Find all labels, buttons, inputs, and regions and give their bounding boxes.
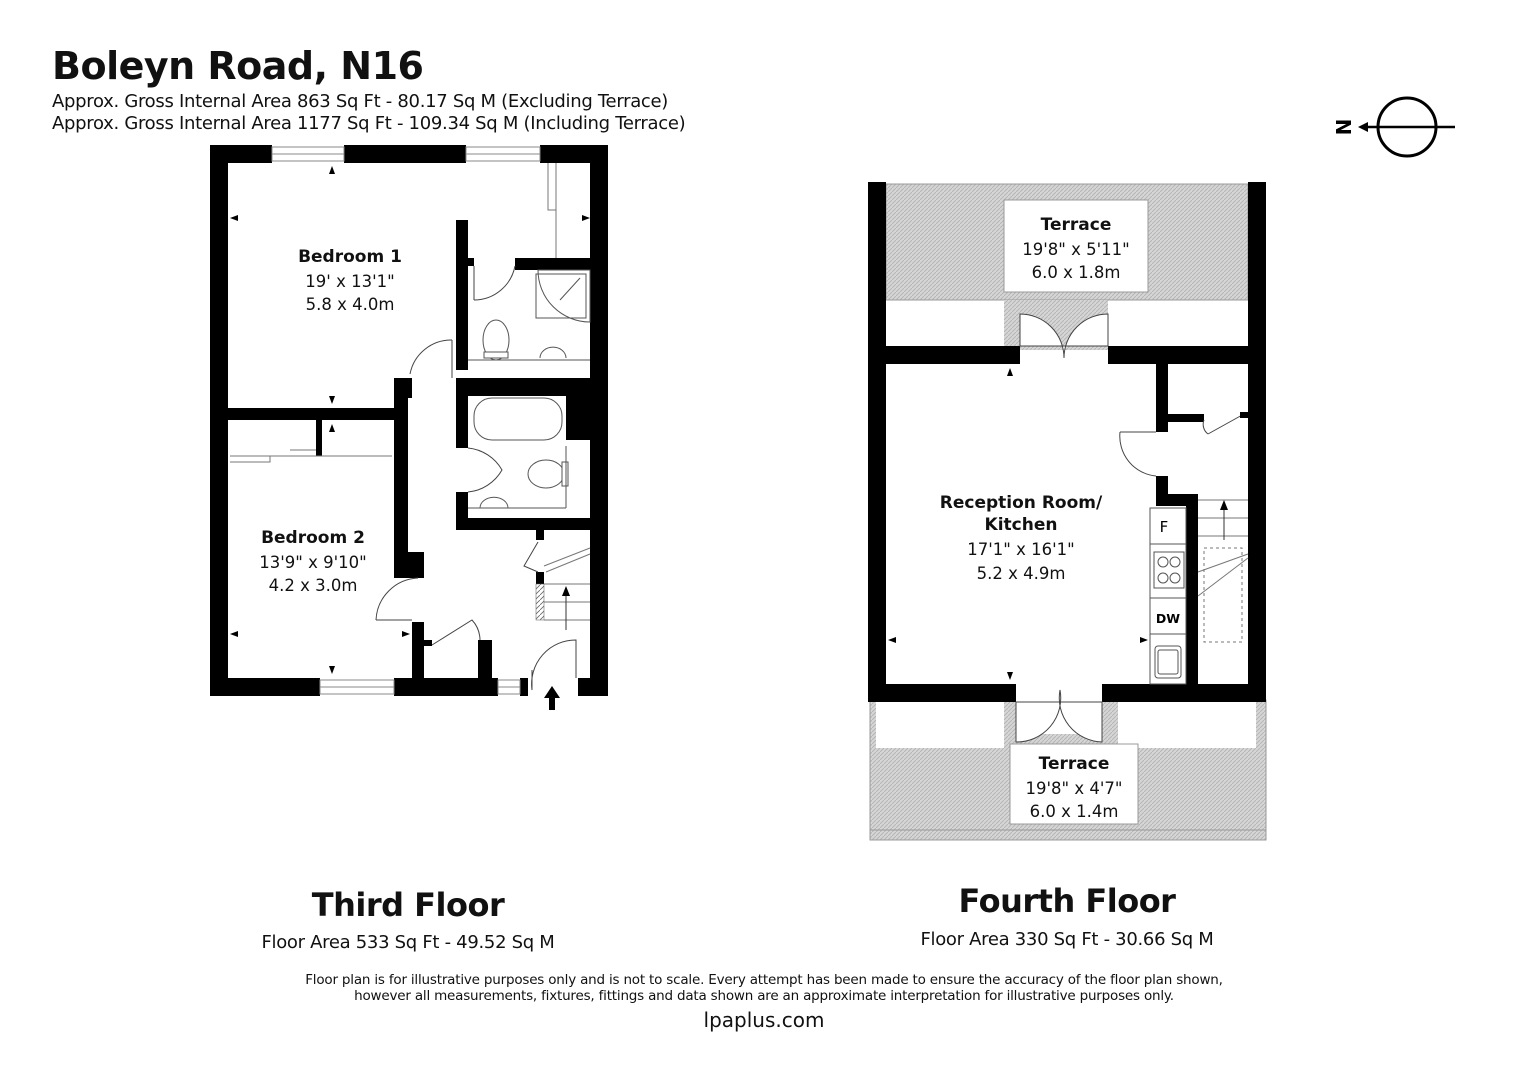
fridge-label: F	[1160, 518, 1169, 536]
room-name: Bedroom 2	[261, 528, 365, 548]
door-swings	[375, 265, 577, 691]
fourth-floor-plan: F DW Terrace 19'8" x 5'11" 6.0 x 1.8m Re…	[868, 182, 1267, 841]
room-name: Bedroom 1	[298, 247, 402, 267]
room-name: Terrace	[1039, 754, 1110, 774]
toilet-icon	[527, 459, 565, 489]
room-dim-imperial: 19'8" x 5'11"	[1022, 240, 1130, 259]
third-floor-area: Floor Area 533 Sq Ft - 49.52 Sq M	[261, 932, 555, 953]
fourth-floor-title: Fourth Floor	[958, 882, 1176, 920]
basin-icon	[539, 346, 567, 359]
bath-icon	[473, 397, 563, 441]
disclaimer-line-2: however all measurements, fixtures, fitt…	[354, 988, 1174, 1004]
room-dim-imperial: 17'1" x 16'1"	[967, 540, 1075, 559]
room-dim-metric: 6.0 x 1.4m	[1030, 802, 1119, 821]
room-dim-imperial: 19' x 13'1"	[305, 272, 394, 291]
north-arrow-icon: N	[1331, 96, 1455, 158]
property-title: Boleyn Road, N16	[52, 44, 424, 88]
measurement-markers	[230, 166, 590, 674]
entrance-arrow-icon	[544, 686, 560, 710]
stairs-up-icon	[543, 547, 591, 630]
disclaimer-line-1: Floor plan is for illustrative purposes …	[305, 972, 1223, 988]
room-dim-imperial: 19'8" x 4'7"	[1026, 779, 1123, 798]
window	[271, 146, 541, 162]
website-link[interactable]: lpaplus.com	[703, 1008, 825, 1032]
gross-area-excluding-terrace: Approx. Gross Internal Area 863 Sq Ft - …	[52, 91, 669, 112]
third-floor-plan: Bedroom 1 19' x 13'1" 5.8 x 4.0m Bedroom…	[210, 145, 608, 710]
disclaimer: Floor plan is for illustrative purposes …	[200, 972, 1328, 1004]
room-name: Terrace	[1041, 215, 1112, 235]
room-name-line1: Reception Room/	[940, 493, 1103, 513]
room-dim-metric: 5.2 x 4.9m	[977, 564, 1066, 583]
stairs-up-icon	[1197, 499, 1249, 643]
compass-north-label: N	[1331, 119, 1355, 136]
room-dim-metric: 6.0 x 1.8m	[1032, 263, 1121, 282]
hob-icon	[1153, 551, 1185, 589]
third-floor-title: Third Floor	[311, 886, 505, 924]
kitchen-units	[1149, 507, 1187, 685]
room-name-line2: Kitchen	[985, 515, 1058, 535]
room-dim-metric: 4.2 x 3.0m	[269, 576, 358, 595]
gross-area-including-terrace: Approx. Gross Internal Area 1177 Sq Ft -…	[52, 113, 686, 134]
fourth-floor-area: Floor Area 330 Sq Ft - 30.66 Sq M	[920, 929, 1214, 950]
basin-icon	[479, 496, 509, 509]
room-dim-imperial: 13'9" x 9'10"	[259, 553, 367, 572]
dishwasher-label: DW	[1156, 611, 1180, 626]
room-dim-metric: 5.8 x 4.0m	[306, 295, 395, 314]
